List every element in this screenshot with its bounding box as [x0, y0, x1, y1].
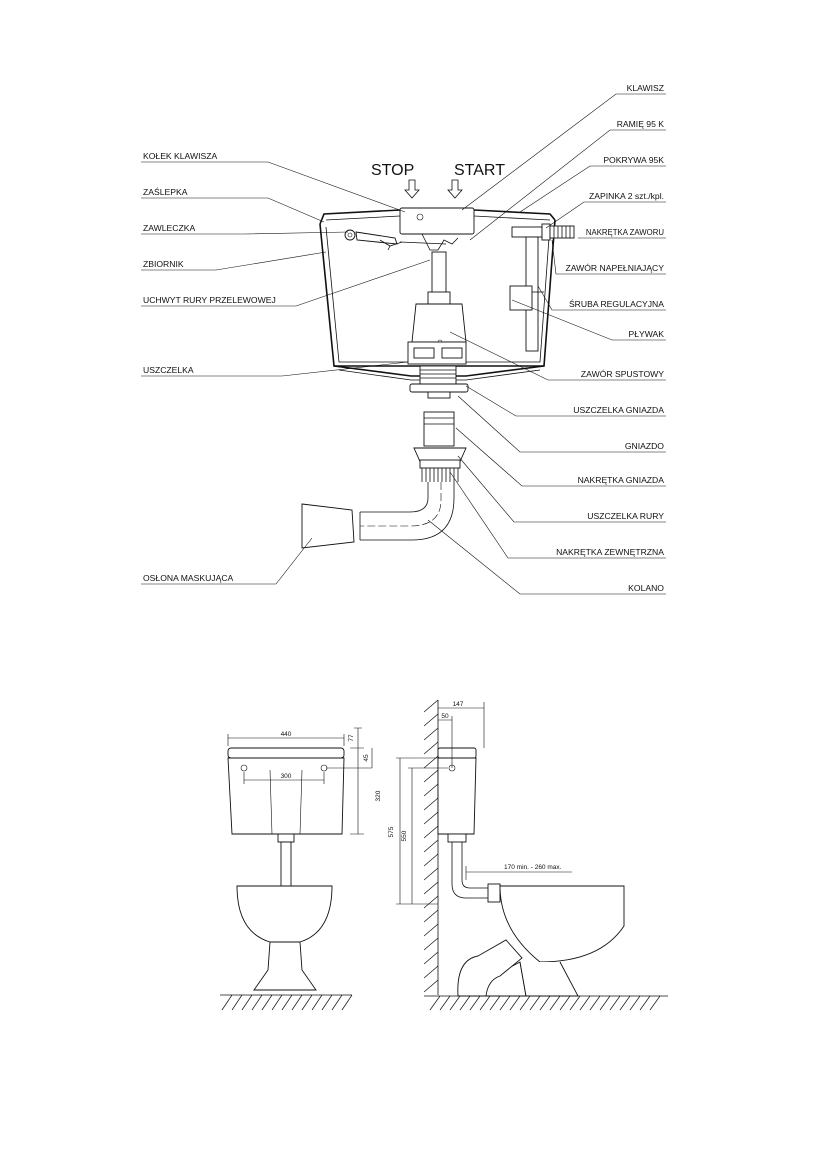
label-uszczelka-gniazda: USZCZELKA GNIAZDA [573, 405, 664, 415]
label-nakretka-gniazda: NAKRĘTKA GNIAZDA [578, 475, 665, 485]
dim-550: 550 [401, 830, 408, 841]
left-labels: KOŁEK KLAWISZA ZAŚLEPKA ZAWLECZKA ZBIORN… [143, 151, 276, 583]
fill-valve [509, 223, 575, 352]
wall-hatch [423, 699, 439, 993]
dim-width: 440 [281, 731, 292, 738]
label-oslona-maskujaca: OSŁONA MASKUJĄCA [143, 573, 234, 583]
floor-hatch-front [221, 994, 353, 1011]
dim-depth: 147 [453, 701, 464, 708]
stop-arrow-icon [404, 179, 420, 199]
exploded-cistern-diagram: STOP START [141, 83, 666, 595]
label-zaslepka: ZAŚLEPKA [143, 186, 188, 197]
label-kolano: KOLANO [628, 583, 664, 593]
dim-holes: 300 [281, 773, 292, 780]
stop-label: STOP [371, 162, 414, 179]
lever-mechanism [344, 229, 459, 251]
floor-hatch-side [429, 995, 661, 1011]
label-gniazdo: GNIAZDO [625, 441, 664, 451]
right-labels: KLAWISZ RAMIĘ 95 K POKRYWA 95K ZAPINKA 2… [556, 83, 664, 593]
label-kolek-klawisza: KOŁEK KLAWISZA [143, 151, 217, 161]
dim-top: 77 [348, 734, 355, 742]
label-uchwyt-rury: UCHWYT RURY PRZELEWOWEJ [143, 295, 276, 305]
side-view-drawing: 147 50 575 550 170 min. - 260 max. [388, 699, 668, 1011]
front-view-drawing: 440 300 320 77 45 [220, 727, 382, 1011]
label-sruba-regulacyjna: ŚRUBA REGULACYJNA [569, 298, 664, 309]
dim-distance: 170 min. - 260 max. [504, 864, 562, 871]
start-arrow-icon [447, 179, 463, 199]
label-zawleczka: ZAWLECZKA [143, 223, 195, 233]
label-zawor-napelniajacy: ZAWÓR NAPEŁNIAJĄCY [565, 263, 664, 273]
flush-valve [407, 251, 467, 365]
dim-height: 320 [375, 790, 382, 801]
label-uszczelka: USZCZELKA [143, 365, 194, 375]
label-pokrywa: POKRYWA 95K [603, 155, 664, 165]
seat-assembly [409, 365, 469, 482]
label-uszczelka-rury: USZCZELKA RURY [587, 511, 664, 521]
label-zbiornik: ZBIORNIK [143, 259, 184, 269]
dim-575: 575 [388, 826, 395, 837]
label-zawor-spustowy: ZAWÓR SPUSTOWY [581, 369, 664, 379]
dim-hole-offset: 50 [441, 713, 449, 720]
label-ramie: RAMIĘ 95 K [617, 119, 665, 129]
start-label: START [454, 162, 505, 179]
label-nakretka-zaworu: NAKRĘTKA ZAWORU [586, 228, 664, 237]
elbow-pipe [359, 482, 455, 541]
leader-lines [141, 93, 666, 595]
masking-cover [301, 503, 355, 549]
label-nakretka-zewnetrzna: NAKRĘTKA ZEWNĘTRZNA [556, 547, 664, 557]
label-plywak: PŁYWAK [629, 329, 665, 339]
label-klawisz: KLAWISZ [627, 83, 664, 93]
tank-lid [319, 207, 556, 235]
label-zapinka: ZAPINKA 2 szt./kpl. [589, 191, 664, 201]
dim-offset: 45 [363, 754, 370, 762]
